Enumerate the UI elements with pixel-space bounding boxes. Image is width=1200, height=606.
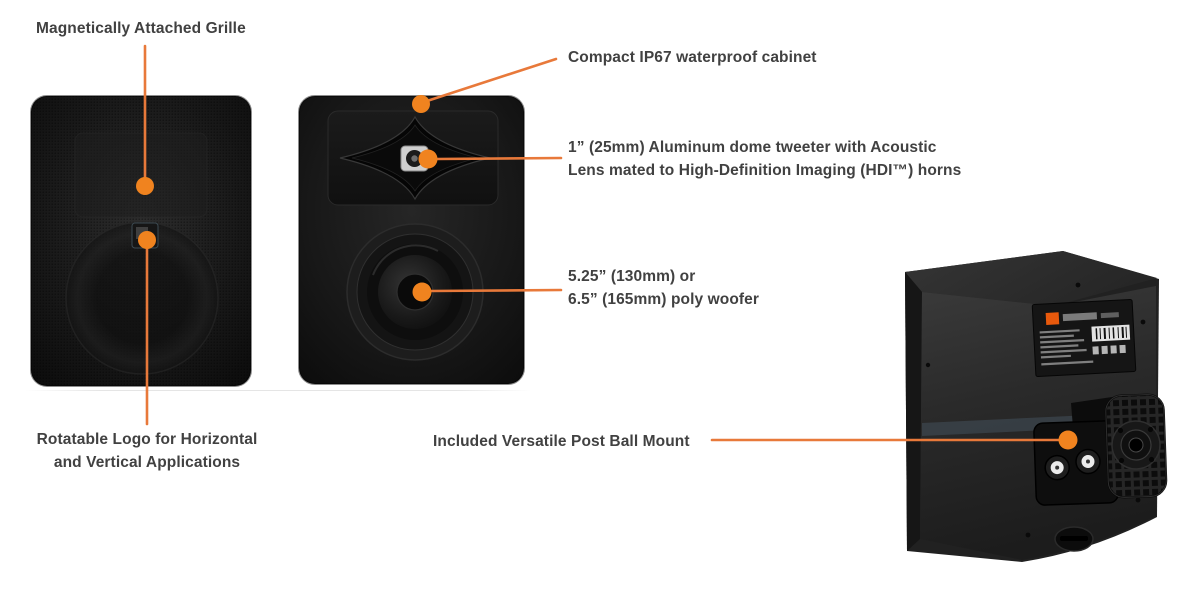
callout-label-woofer: 5.25” (130mm) or 6.5” (165mm) poly woofe… bbox=[568, 265, 759, 311]
jbl-badge-glyph bbox=[136, 227, 148, 239]
callout-label-mount: Included Versatile Post Ball Mount bbox=[433, 433, 690, 450]
jbl-logo-chip bbox=[1045, 312, 1060, 325]
ball-mount-plate bbox=[1104, 393, 1168, 499]
tweeter-label-line2: Lens mated to High-Definition Imaging (H… bbox=[568, 162, 962, 179]
callout-label-cabinet: Compact IP67 waterproof cabinet bbox=[568, 49, 817, 66]
speaker-back bbox=[905, 251, 1168, 562]
mount-hub-bolts bbox=[1117, 426, 1155, 464]
woofer-shadow-under-grille bbox=[65, 221, 219, 375]
horn-shadow-under-grille bbox=[74, 132, 208, 218]
back-cabinet-side-face bbox=[905, 272, 922, 551]
mount-hub-hole bbox=[1128, 437, 1144, 453]
floor-shadow-line bbox=[24, 390, 532, 391]
callout-label-tweeter: 1” (25mm) Aluminum dome tweeter with Aco… bbox=[568, 136, 961, 182]
panel-screws bbox=[925, 282, 1146, 538]
label-fine-print bbox=[1039, 329, 1094, 366]
woofer bbox=[346, 223, 484, 361]
speaker-front-grille bbox=[30, 95, 252, 387]
rear-spec-label bbox=[1031, 299, 1137, 377]
terminal-recess bbox=[1033, 420, 1119, 506]
speaker-front-exposed bbox=[298, 95, 525, 385]
binding-post-right bbox=[1075, 448, 1101, 475]
cabinet-edge bbox=[30, 95, 252, 387]
woofer-label-line2: 6.5” (165mm) poly woofer bbox=[568, 291, 760, 308]
tweeter bbox=[400, 145, 429, 172]
woofer-highlight bbox=[372, 244, 439, 276]
callout-label-logo: Rotatable Logo for Horizontal and Vertic… bbox=[20, 428, 274, 474]
logo-label-line2: and Vertical Applications bbox=[53, 454, 241, 471]
logo-label-line1: Rotatable Logo for Horizontal bbox=[36, 431, 258, 448]
woofer-label-line1: 5.25” (130mm) or bbox=[568, 268, 696, 285]
barcode bbox=[1091, 324, 1131, 342]
binding-post-left bbox=[1044, 454, 1070, 481]
cabinet-edge bbox=[298, 95, 525, 385]
callout-label-grille: Magnetically Attached Grille bbox=[36, 20, 246, 37]
label-model-text bbox=[1062, 312, 1098, 322]
cert-icons bbox=[1092, 344, 1126, 355]
back-cabinet-top-face bbox=[905, 251, 1157, 306]
threaded-insert bbox=[1054, 526, 1094, 552]
tweeter-label-line1: 1” (25mm) Aluminum dome tweeter with Aco… bbox=[568, 139, 937, 156]
label-model-suffix bbox=[1100, 312, 1119, 319]
